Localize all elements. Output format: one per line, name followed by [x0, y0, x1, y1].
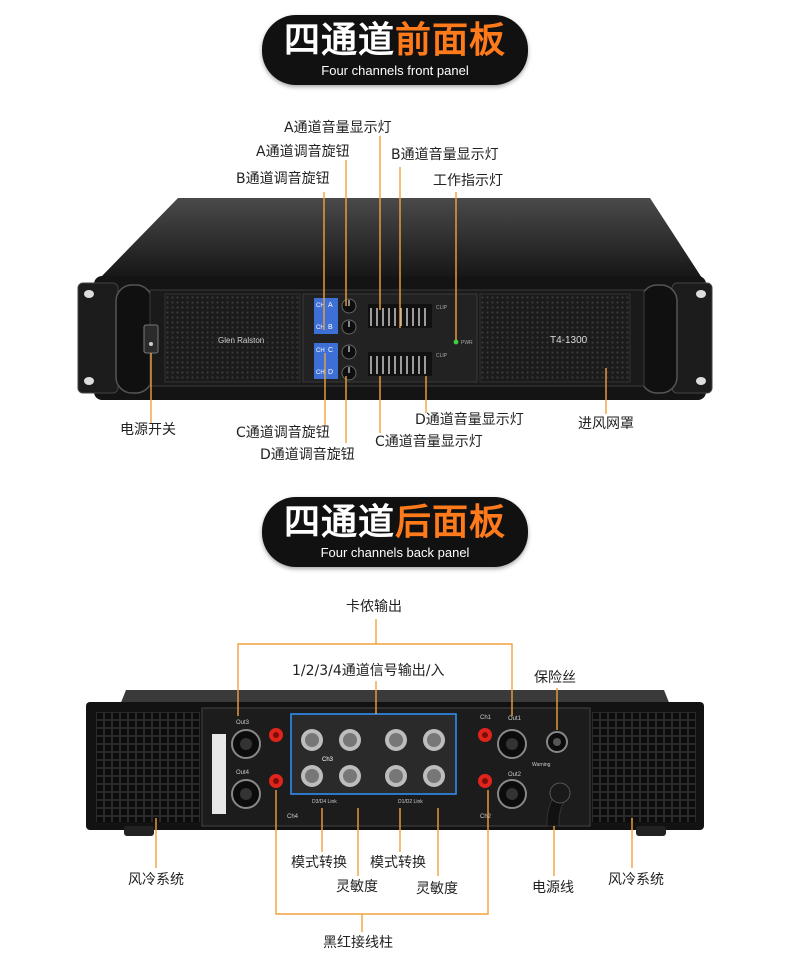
- label-a-knob: A通道调音旋钮: [256, 144, 350, 160]
- front-amp-chassis: [77, 198, 713, 400]
- led-meter-cd: [368, 352, 432, 376]
- binding-post-ch1[interactable]: [478, 728, 492, 742]
- speakon-out4[interactable]: [231, 779, 261, 809]
- knob-d[interactable]: [341, 365, 357, 381]
- back-panel-subtitle: Four channels back panel: [320, 545, 470, 560]
- ch-d-letter: D: [328, 369, 333, 376]
- knob-b[interactable]: [341, 319, 357, 335]
- ch-b-letter: B: [328, 324, 333, 331]
- label-d-knob: D通道调音旋钮: [260, 447, 355, 463]
- xlr-jack-icon[interactable]: [385, 729, 407, 751]
- label-power-cord: 电源线: [532, 880, 574, 896]
- label-air-cooling-right: 风冷系统: [608, 872, 664, 888]
- label-d-meter: D通道音量显示灯: [415, 412, 524, 428]
- ch-c-side: CH: [316, 348, 325, 354]
- ch2-label: Ch2: [480, 814, 492, 820]
- xlr-jack-icon[interactable]: [301, 765, 323, 787]
- label-sensitivity-2: 灵敏度: [416, 881, 458, 897]
- front-panel-subtitle: Four channels front panel: [321, 63, 469, 78]
- label-work-led: 工作指示灯: [433, 173, 503, 189]
- out1-label: Out1: [508, 716, 522, 722]
- xlr-jack-icon[interactable]: [301, 729, 323, 751]
- label-power-switch: 电源开关: [120, 422, 176, 438]
- front-callout-lines: [150, 136, 607, 443]
- label-sensitivity-1: 灵敏度: [336, 879, 378, 895]
- front-panel-banner: 四通道前面板 Four channels front panel: [262, 15, 528, 85]
- binding-post-ch3[interactable]: [269, 728, 283, 742]
- binding-post-ch2[interactable]: [478, 774, 492, 788]
- ch4-label: Ch4: [287, 814, 299, 820]
- label-speakon-out: 卡侬输出: [346, 599, 402, 615]
- label-b-meter: B通道音量显示灯: [391, 147, 499, 163]
- speakon-out2[interactable]: [497, 779, 527, 809]
- label-c-meter: C通道音量显示灯: [375, 434, 483, 450]
- knob-c[interactable]: [341, 344, 357, 360]
- label-mode-switch-1: 模式转换: [291, 855, 347, 871]
- warning-label: Warning: [532, 762, 551, 768]
- label-c-knob: C通道调音旋钮: [236, 425, 330, 441]
- label-fuse: 保险丝: [534, 670, 576, 686]
- ch1-label: Ch1: [480, 715, 492, 721]
- front-panel-title: 四通道前面板: [283, 20, 507, 61]
- label-signal-io: 1/2/3/4通道信号输出/入: [292, 663, 445, 679]
- brand-logo-text: Glen Ralston: [218, 336, 264, 345]
- label-a-meter: A通道音量显示灯: [284, 120, 392, 136]
- label-binding-posts: 黑红接线柱: [323, 935, 393, 951]
- ch-c-letter: C: [328, 347, 333, 354]
- pwr-label: PWR: [461, 340, 473, 346]
- d1d2-link-label: D1/D2 Link: [398, 799, 423, 805]
- ch-a-letter: A: [328, 302, 333, 309]
- back-panel-banner: 四通道后面板 Four channels back panel: [262, 497, 528, 567]
- back-callout-lines: [155, 619, 633, 932]
- power-led-icon: [453, 339, 459, 345]
- d3d4-link-label: D3/D4 Link: [312, 799, 337, 805]
- label-b-knob: B通道调音旋钮: [236, 171, 330, 187]
- xlr-jack-icon[interactable]: [339, 765, 361, 787]
- xlr-jack-icon[interactable]: [339, 729, 361, 751]
- label-air-cooling-left: 风冷系统: [128, 872, 184, 888]
- speakon-out1[interactable]: [497, 729, 527, 759]
- ch-d-side: CH: [316, 370, 325, 376]
- out3-label: Out3: [236, 720, 250, 726]
- knob-a[interactable]: [341, 298, 357, 314]
- fuse-holder[interactable]: [546, 731, 568, 753]
- clip-label-cd: CLIP: [436, 353, 448, 359]
- back-panel-title: 四通道后面板: [283, 502, 507, 543]
- out2-label: Out2: [508, 772, 522, 778]
- xlr-jack-icon[interactable]: [423, 765, 445, 787]
- power-cord: [546, 782, 571, 827]
- label-intake-grille: 进风网罩: [578, 416, 634, 432]
- out4-label: Out4: [236, 770, 250, 776]
- ch3-label: Ch3: [322, 757, 334, 763]
- ch-b-side: CH: [316, 325, 325, 331]
- speakon-out3[interactable]: [231, 729, 261, 759]
- xlr-jack-icon[interactable]: [423, 729, 445, 751]
- xlr-jack-icon[interactable]: [385, 765, 407, 787]
- model-label: T4-1300: [550, 335, 588, 346]
- label-mode-switch-2: 模式转换: [370, 855, 426, 871]
- ch-a-side: CH: [316, 303, 325, 309]
- binding-post-ch4[interactable]: [269, 774, 283, 788]
- clip-label-ab: CLIP: [436, 305, 448, 311]
